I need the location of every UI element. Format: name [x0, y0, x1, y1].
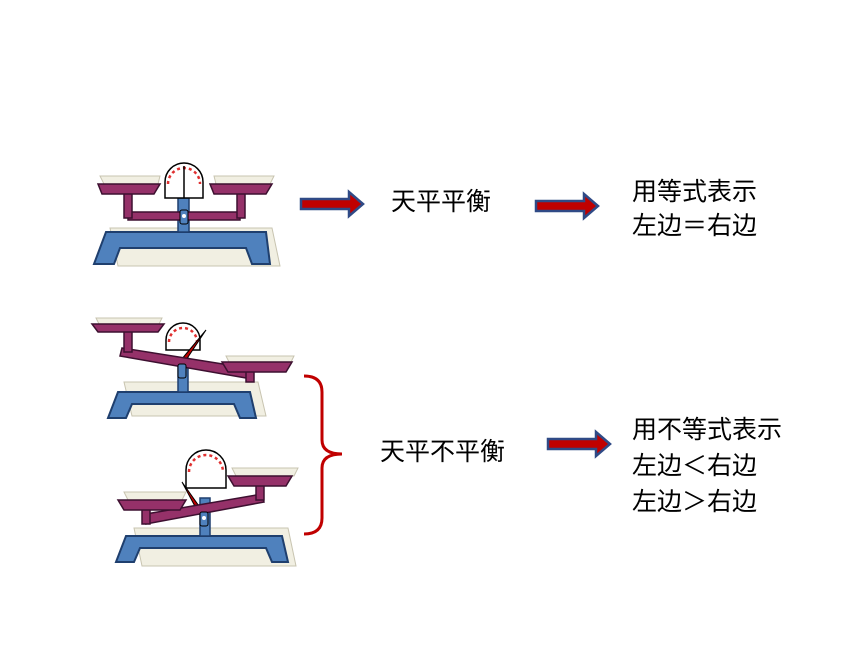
- equation-left-equals-right: 左边＝右边: [632, 211, 758, 240]
- balanced-scale-icon: [92, 162, 281, 267]
- scale-left-pan: [96, 183, 162, 195]
- unbalanced-state-label: 天平不平衡: [380, 437, 506, 466]
- inequality-left-greater-right: 左边＞右边: [632, 487, 758, 516]
- scale-base: [114, 535, 290, 563]
- scale-left-pan: [90, 323, 166, 333]
- balanced-state-label: 天平平衡: [391, 187, 492, 216]
- right-arrow-icon: [546, 430, 612, 458]
- right-arrow-icon: [534, 192, 600, 220]
- inequality-description: 用不等式表示: [632, 415, 783, 444]
- scale-right-pan: [208, 183, 274, 195]
- inequality-left-less-right: 左边＜右边: [632, 451, 758, 480]
- scale-base: [106, 391, 258, 419]
- right-arrow-icon: [299, 190, 365, 218]
- right-curly-brace-icon: [303, 374, 343, 536]
- scale-base: [92, 231, 272, 265]
- scale-left-pan: [116, 499, 188, 511]
- scale-right-pan: [220, 361, 294, 373]
- tilted-scale-right-down-icon: [90, 317, 295, 419]
- equation-description: 用等式表示: [632, 177, 758, 206]
- scale-right-pan: [226, 475, 294, 487]
- tilted-scale-left-down-icon: [114, 449, 299, 567]
